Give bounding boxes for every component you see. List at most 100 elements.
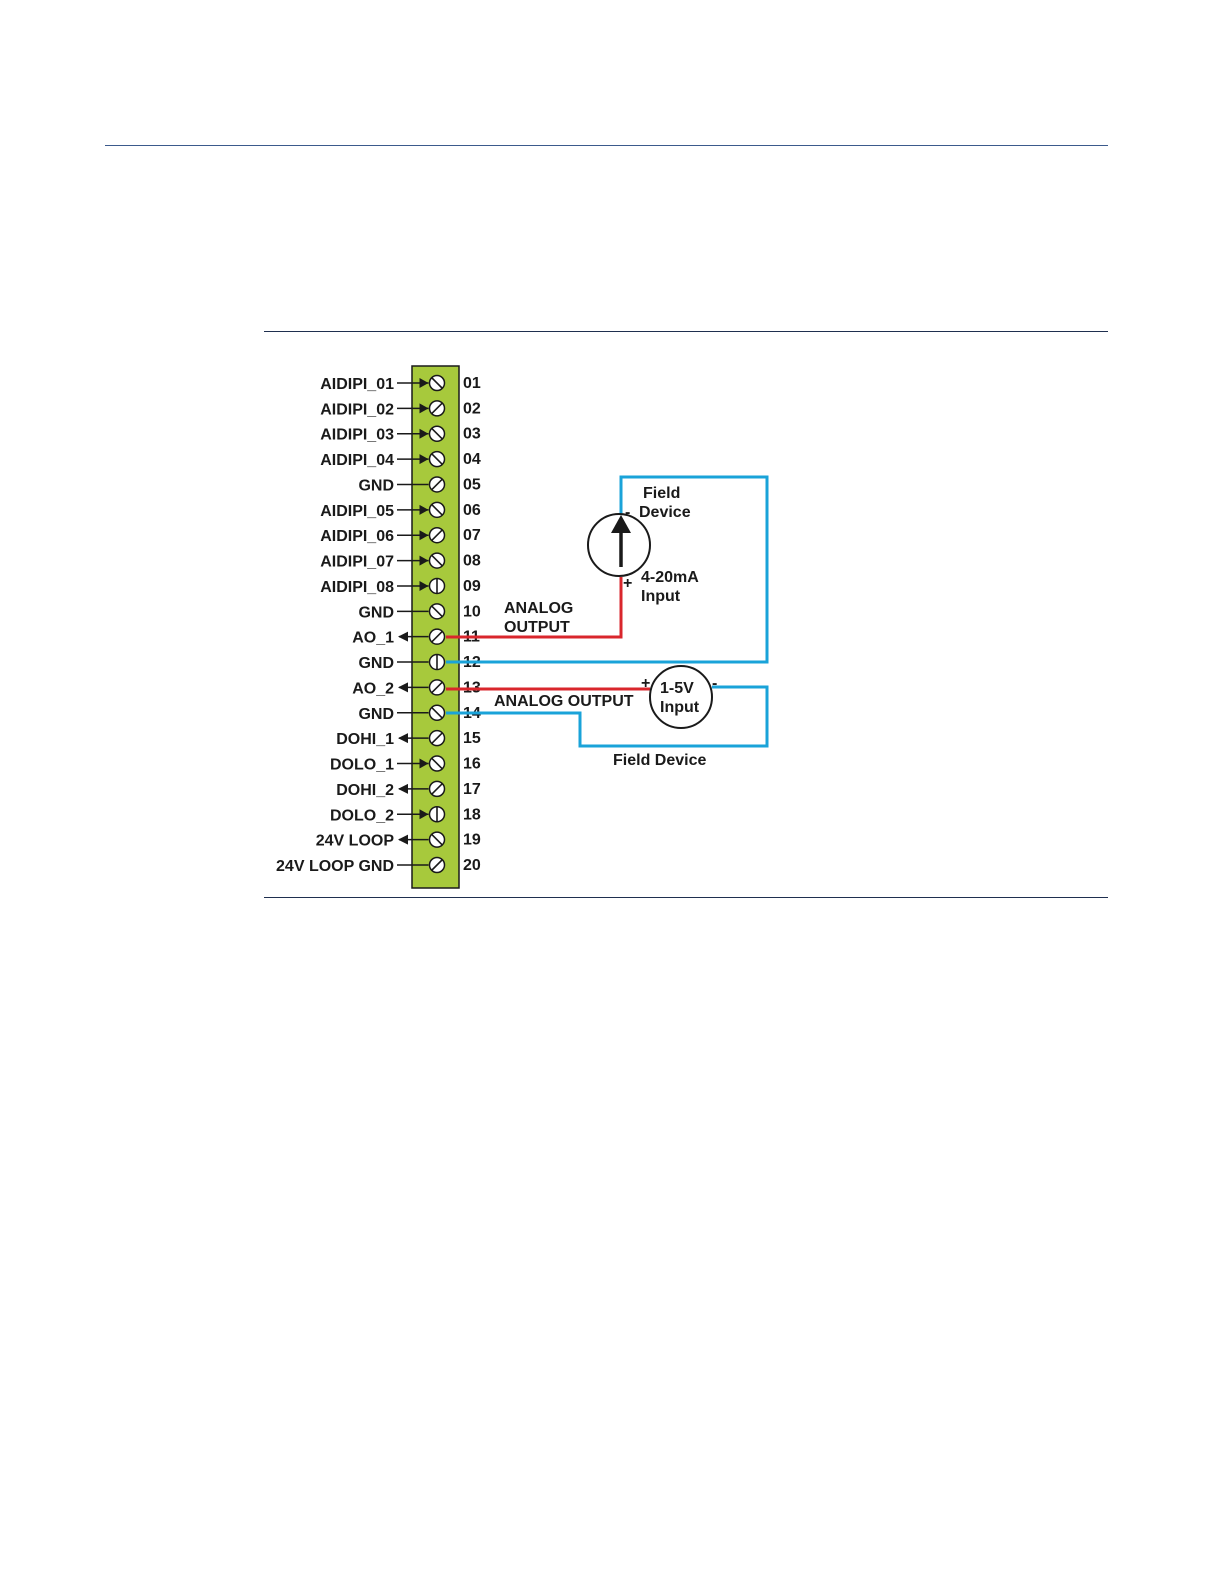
current-device-minus: - — [625, 504, 630, 521]
current-device-title-2: Device — [639, 504, 691, 521]
terminal-label: GND — [358, 604, 394, 621]
screw-slot-icon — [431, 555, 443, 567]
current-device-title-1: Field — [643, 485, 680, 502]
terminal-label: DOLO_2 — [330, 807, 394, 824]
input-arrow-icon — [419, 758, 429, 769]
voltage-input-minus: - — [712, 675, 717, 692]
terminal-label: AO_2 — [352, 680, 394, 697]
terminal-label: 24V LOOP GND — [276, 858, 394, 875]
terminal-row-19: 24V LOOP 19 — [316, 831, 481, 850]
input-arrow-icon — [419, 530, 429, 541]
terminal-label: AIDIPI_06 — [320, 528, 394, 545]
terminal-label: GND — [358, 706, 394, 723]
current-loop-return-wire — [446, 475, 769, 664]
terminal-label: AIDIPI_04 — [320, 452, 394, 469]
screw-slot-icon — [431, 783, 443, 795]
input-arrow-icon — [419, 555, 429, 566]
screw-slot-icon — [431, 631, 443, 643]
output-arrow-icon — [398, 783, 408, 794]
terminal-row-09: AIDIPI_08 09 — [320, 577, 481, 596]
terminal-number: 09 — [463, 578, 481, 595]
voltage-input-label-1: 1-5V — [660, 680, 694, 697]
screw-slot-icon — [431, 428, 443, 440]
output-arrow-icon — [398, 834, 408, 845]
voltage-field-device-caption: Field Device — [613, 752, 706, 769]
screw-slot-icon — [431, 377, 443, 389]
screw-slot-icon — [431, 478, 443, 491]
header-rule — [105, 145, 1108, 146]
terminal-label: AO_1 — [352, 630, 394, 647]
terminal-row-03: AIDIPI_03 03 — [320, 425, 481, 444]
input-arrow-icon — [419, 454, 429, 465]
output-arrow-icon — [398, 631, 408, 642]
screw-slot-icon — [431, 504, 443, 516]
current-device-input-1: 4-20mA — [641, 569, 699, 586]
terminal-number: 07 — [463, 527, 481, 544]
analog-output-1-label-2: OUTPUT — [504, 619, 570, 636]
ao1-positive-wire — [446, 577, 623, 639]
terminal-label: AIDIPI_01 — [320, 376, 394, 393]
voltage-input-plus: + — [641, 675, 650, 692]
terminal-label: GND — [358, 477, 394, 494]
terminal-number: 02 — [463, 400, 481, 417]
voltage-input-label-2: Input — [660, 699, 700, 716]
terminal-row-20: 24V LOOP GND 20 — [276, 856, 481, 875]
terminal-number: 17 — [463, 781, 481, 798]
screw-slot-icon — [431, 453, 443, 465]
terminal-label: DOLO_1 — [330, 757, 394, 774]
terminal-label: DOHI_2 — [336, 782, 394, 799]
screw-slot-icon — [431, 605, 443, 617]
terminal-label: DOHI_1 — [336, 731, 394, 748]
analog-output-1-label-1: ANALOG — [504, 600, 573, 617]
figure-bottom-rule — [264, 897, 1108, 898]
terminal-row-01: AIDIPI_01 01 — [320, 374, 481, 393]
terminal-label: AIDIPI_05 — [320, 503, 394, 520]
terminal-label: AIDIPI_08 — [320, 579, 394, 596]
terminal-number: 20 — [463, 857, 481, 874]
terminal-row-07: AIDIPI_06 07 — [320, 526, 481, 545]
current-device-plus: + — [623, 575, 632, 592]
terminal-number: 18 — [463, 806, 481, 823]
screw-slot-icon — [431, 732, 443, 744]
terminal-label: AIDIPI_03 — [320, 427, 394, 444]
screw-slot-icon — [431, 859, 443, 871]
screw-slot-icon — [431, 681, 443, 693]
terminal-row-02: AIDIPI_02 02 — [320, 400, 481, 418]
input-arrow-icon — [419, 378, 429, 388]
input-arrow-icon — [419, 580, 429, 591]
terminal-label: AIDIPI_07 — [320, 554, 394, 571]
terminal-label: AIDIPI_02 — [320, 401, 394, 418]
screw-slot-icon — [431, 757, 443, 770]
current-source-symbol — [587, 513, 651, 577]
output-arrow-icon — [398, 733, 408, 744]
screw-slot-icon — [431, 834, 443, 846]
input-arrow-icon — [419, 403, 429, 414]
terminal-label: 24V LOOP — [316, 833, 395, 850]
input-arrow-icon — [419, 428, 429, 439]
current-arrowhead — [611, 515, 631, 533]
terminal-row-17: DOHI_2 17 — [336, 780, 481, 799]
terminal-number: 03 — [463, 426, 481, 443]
screw-slot-icon — [431, 707, 443, 719]
output-arrow-icon — [398, 682, 408, 693]
figure-top-rule — [264, 331, 1108, 332]
terminal-number: 01 — [463, 375, 481, 392]
terminal-row-05: GND 05 — [358, 476, 481, 494]
input-arrow-icon — [419, 809, 429, 820]
voltage-loop-return-wire — [446, 685, 769, 748]
terminal-label: GND — [358, 655, 394, 672]
input-arrow-icon — [419, 504, 429, 515]
current-device-input-2: Input — [641, 588, 681, 605]
terminal-number: 05 — [463, 476, 481, 493]
terminal-number: 19 — [463, 832, 481, 849]
voltage-input-symbol — [649, 665, 713, 729]
